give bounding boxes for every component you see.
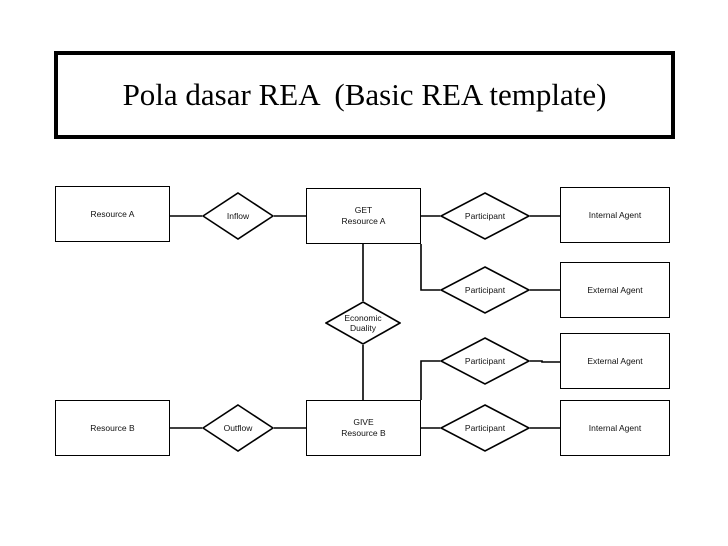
relationship-label-outflow: Outflow	[223, 423, 253, 433]
entity-label-get-resource-a: GET Resource A	[341, 205, 386, 226]
relationship-participant-3[interactable]: Participant	[440, 337, 530, 385]
relationship-participant-4[interactable]: Participant	[440, 404, 530, 452]
entity-external-agent-2[interactable]: External Agent	[560, 333, 670, 389]
entity-label-external-agent-2: External Agent	[587, 355, 643, 366]
relationship-participant-2[interactable]: Participant	[440, 266, 530, 314]
entity-label-resource-b: Resource B	[90, 422, 135, 433]
connector-give--participant-3	[420, 360, 440, 400]
entity-label-give-resource-b: GIVE Resource B	[341, 417, 386, 438]
entity-external-agent-1[interactable]: External Agent	[560, 262, 670, 318]
relationship-economic-duality[interactable]: Economic Duality	[325, 301, 401, 345]
diamond-shape-participant-3	[440, 337, 530, 385]
entity-label-external-agent-1: External Agent	[587, 284, 643, 295]
entity-give-resource-b[interactable]: GIVE Resource B	[306, 400, 421, 456]
entity-resource-a[interactable]: Resource A	[55, 186, 170, 242]
relationship-label-participant-2: Participant	[464, 285, 506, 295]
relationship-inflow[interactable]: Inflow	[202, 192, 274, 240]
diamond-shape-participant-4	[440, 404, 530, 452]
diamond-shape-participant-1	[440, 192, 530, 240]
connector-participant-3--external-2	[530, 360, 560, 363]
connector-get--participant-2	[420, 244, 440, 291]
relationship-label-participant-3: Participant	[464, 356, 506, 366]
diamond-shape-participant-2	[440, 266, 530, 314]
diamond-shape-economic-duality	[325, 301, 401, 345]
relationship-label-participant-1: Participant	[464, 211, 506, 221]
relationship-label-economic-duality: Economic Duality	[344, 313, 382, 333]
entity-internal-agent-1[interactable]: Internal Agent	[560, 187, 670, 243]
title-banner: Pola dasar REA (Basic REA template)	[54, 51, 675, 139]
entity-resource-b[interactable]: Resource B	[55, 400, 170, 456]
diamond-shape-inflow	[202, 192, 274, 240]
page-title: Pola dasar REA (Basic REA template)	[122, 77, 607, 112]
entity-internal-agent-2[interactable]: Internal Agent	[560, 400, 670, 456]
relationship-label-participant-4: Participant	[464, 423, 506, 433]
relationship-outflow[interactable]: Outflow	[202, 404, 274, 452]
relationship-participant-1[interactable]: Participant	[440, 192, 530, 240]
entity-label-resource-a: Resource A	[90, 208, 135, 219]
entity-label-internal-agent-1: Internal Agent	[588, 209, 642, 220]
diamond-shape-outflow	[202, 404, 274, 452]
entity-get-resource-a[interactable]: GET Resource A	[306, 188, 421, 244]
relationship-label-inflow: Inflow	[226, 211, 250, 221]
entity-label-internal-agent-2: Internal Agent	[588, 422, 642, 433]
